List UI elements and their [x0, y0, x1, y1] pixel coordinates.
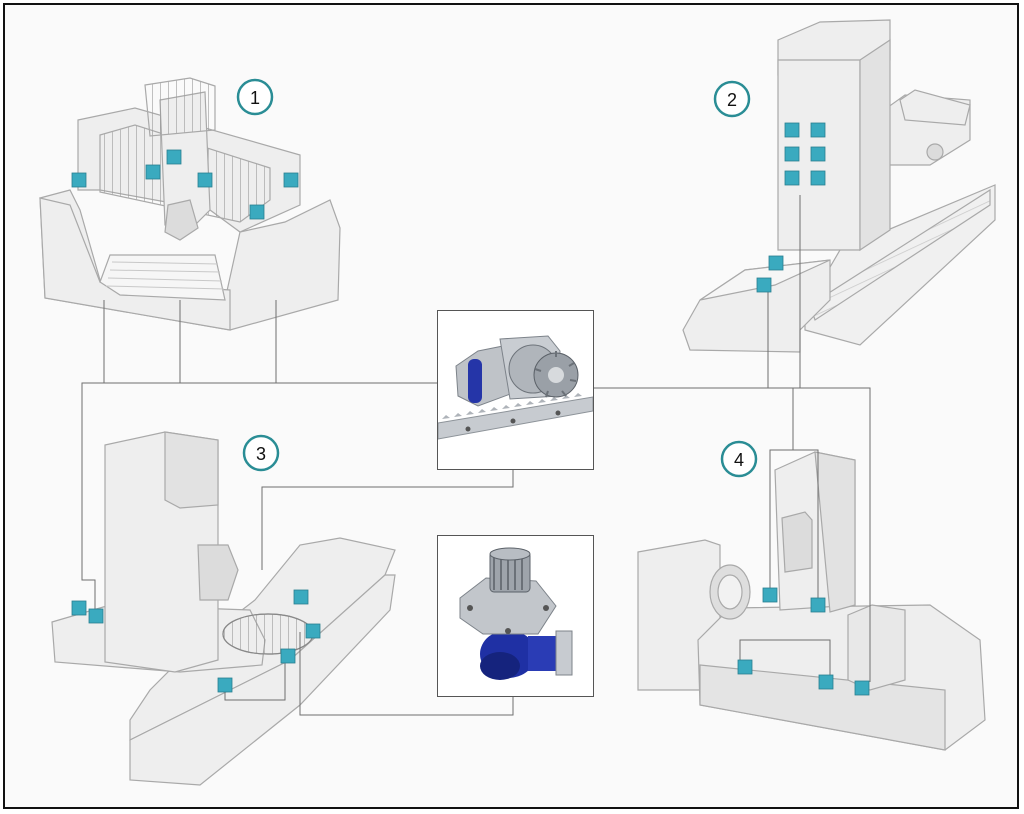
marker-label: 3 [256, 444, 266, 464]
gantry-milling-machine [39, 77, 341, 331]
sensor-square [768, 255, 784, 271]
marker-4: 4 [720, 440, 758, 478]
right-angle-gearbox-photo [437, 535, 594, 697]
sensor-square [71, 172, 87, 188]
rack-pinion-gearbox-photo [437, 310, 594, 470]
right-angle-gearbox-icon [459, 547, 573, 680]
sensor-square [737, 659, 753, 675]
marker-label: 4 [734, 450, 744, 470]
marker-1: 1 [236, 78, 274, 116]
floor-type-boring-machine [682, 19, 996, 353]
sensor-square [249, 204, 265, 220]
sensor-square [305, 623, 321, 639]
marker-2: 2 [713, 80, 751, 118]
sensor-square [280, 648, 296, 664]
sensor-square [784, 146, 800, 162]
sensor-square [818, 674, 834, 690]
sensor-square [197, 172, 213, 188]
sensor-square [756, 277, 772, 293]
sensor-square [810, 170, 826, 186]
sensor-square [784, 122, 800, 138]
sensor-square [145, 164, 161, 180]
marker-3: 3 [242, 434, 280, 472]
marker-label: 2 [727, 90, 737, 110]
sensor-square [283, 172, 299, 188]
sensor-square [293, 589, 309, 605]
sensor-square [784, 170, 800, 186]
sensor-square [88, 608, 104, 624]
marker-label: 1 [250, 88, 260, 108]
sensor-square [762, 587, 778, 603]
sensor-square [810, 146, 826, 162]
sensor-square [810, 122, 826, 138]
sensor-squares [71, 122, 870, 696]
connector-lines [81, 195, 871, 716]
turning-machine [637, 451, 986, 751]
rack-and-pinion-gearbox-icon [437, 335, 594, 440]
sensor-square [217, 677, 233, 693]
horizontal-boring-rotary-table-machine [51, 431, 396, 786]
sensor-square [71, 600, 87, 616]
sensor-square [810, 597, 826, 613]
sensor-square [166, 149, 182, 165]
sensor-square [854, 680, 870, 696]
